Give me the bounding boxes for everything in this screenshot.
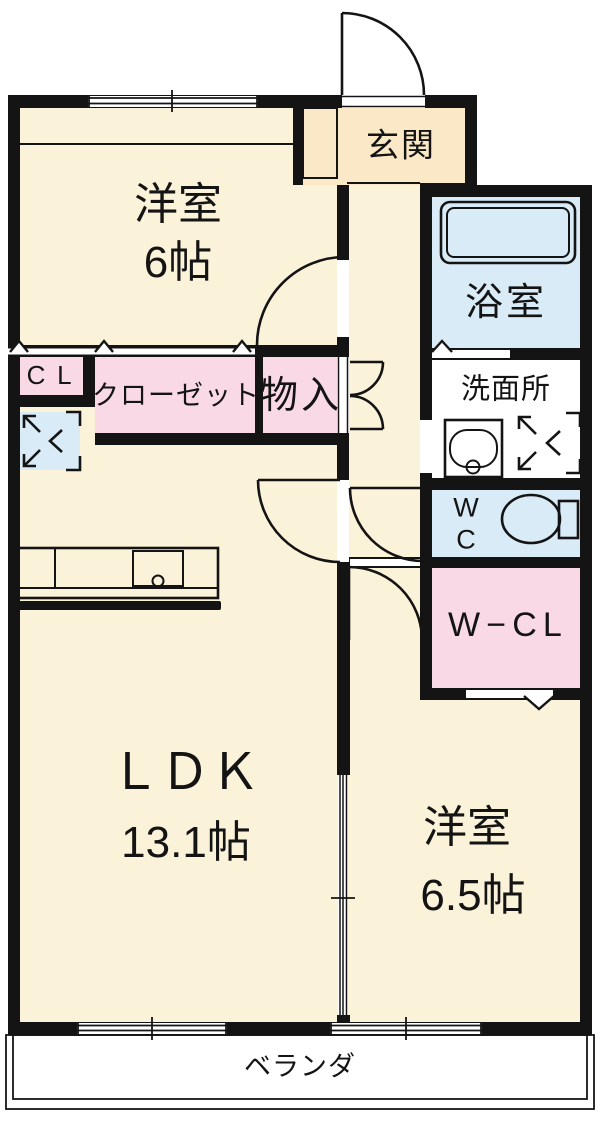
entrance-label: 玄関 bbox=[366, 126, 436, 164]
bathtub-icon bbox=[439, 200, 577, 265]
sink-icon bbox=[443, 418, 504, 479]
closet-floor bbox=[95, 357, 255, 433]
cl-label: CL bbox=[26, 360, 84, 390]
bathroom-label: 浴室 bbox=[464, 282, 548, 324]
misc-lines bbox=[20, 143, 420, 184]
bedroom2-label: 洋室 bbox=[423, 803, 511, 852]
window-bottom-right bbox=[330, 1017, 482, 1040]
storage-floor bbox=[263, 357, 337, 433]
entrance-door bbox=[340, 11, 426, 108]
veranda-label: ベランダ bbox=[244, 1051, 356, 1082]
wc-door-arc bbox=[348, 486, 424, 563]
toilet-icon bbox=[500, 493, 580, 545]
fridge-space-icon bbox=[20, 410, 82, 472]
folding-door-marks bbox=[9, 339, 555, 711]
cl-floor bbox=[20, 357, 83, 395]
ldk-door-arc bbox=[256, 478, 341, 564]
storage-double-doors bbox=[349, 360, 385, 431]
bath-door-mark bbox=[431, 339, 453, 353]
walk-in-closet-label: W−CL bbox=[448, 606, 568, 644]
sliding-partition bbox=[331, 775, 355, 1015]
window-bottom-left bbox=[77, 1017, 227, 1040]
washer-space-icon bbox=[517, 411, 582, 475]
ldk-size: 13.1帖 bbox=[121, 818, 251, 867]
entrance-floor bbox=[303, 108, 465, 185]
bedroom2-door-arc bbox=[347, 565, 424, 641]
closet-label: クローゼット bbox=[92, 380, 260, 411]
washroom-label: 洗面所 bbox=[460, 373, 552, 406]
veranda-outline bbox=[5, 1034, 595, 1110]
door-openings bbox=[8, 260, 553, 698]
bathroom-floor bbox=[432, 197, 580, 348]
wc-floor bbox=[432, 490, 580, 557]
storage-label: 物入 bbox=[259, 375, 343, 417]
ldk-label: ＬＤＫ bbox=[110, 744, 260, 800]
kitchen-counter bbox=[8, 546, 221, 610]
window-top bbox=[88, 90, 258, 112]
bedroom1-size: 6帖 bbox=[143, 238, 213, 287]
wcl-door-mark bbox=[523, 695, 555, 711]
bedroom2-size: 6.5帖 bbox=[420, 871, 526, 920]
bedroom1-door-arc bbox=[255, 255, 346, 346]
bedroom1-label: 洋室 bbox=[134, 180, 222, 229]
walk-in-closet-floor bbox=[432, 568, 580, 688]
